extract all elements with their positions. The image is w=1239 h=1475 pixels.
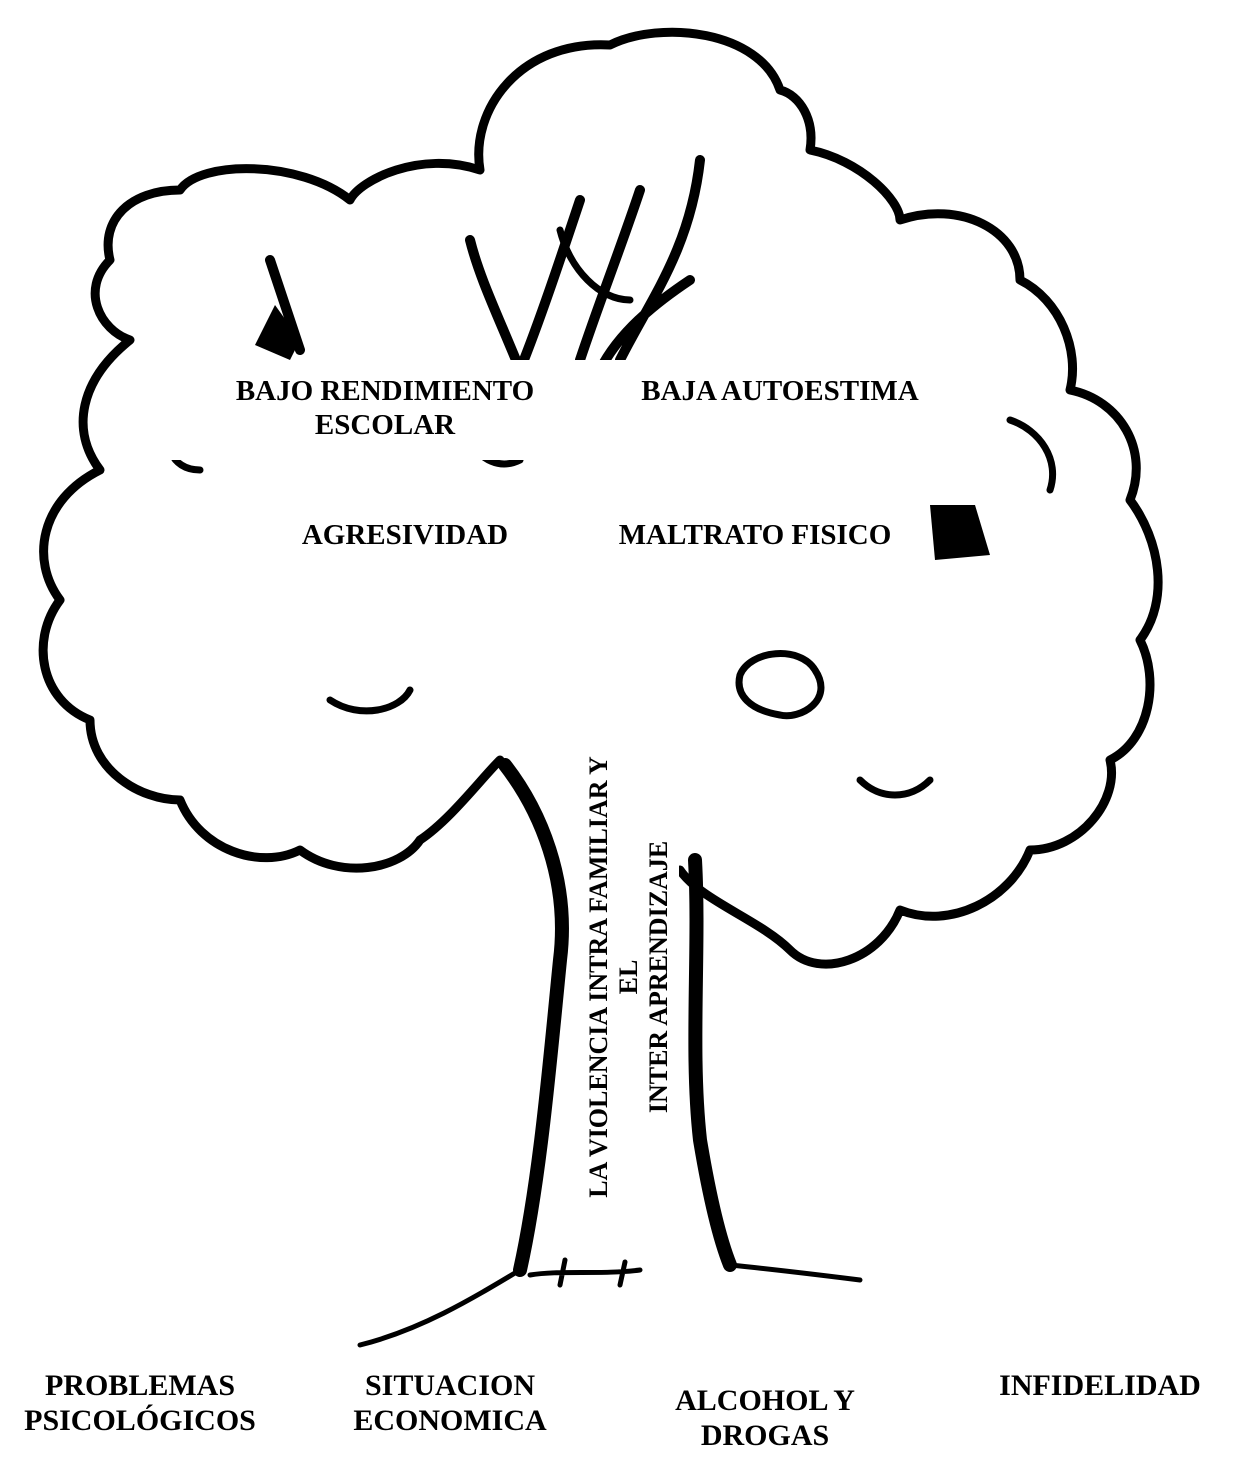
root-label-situacion: SITUACION ECONOMICA [335, 1368, 565, 1438]
branch-label-maltrato-fisico: MALTRATO FISICO [590, 518, 920, 552]
root-label-line: PSICOLÓGICOS [20, 1403, 260, 1438]
root-label-line: ALCOHOL Y [645, 1383, 885, 1418]
root-label-line: INFIDELIDAD [980, 1368, 1220, 1403]
trunk-label-line1: LA VIOLENCIA INTRA FAMILIAR Y EL [584, 747, 644, 1207]
branch-label-bajo-rendimiento: BAJO RENDIMIENTO ESCOLAR [210, 374, 560, 442]
branch-label-line: BAJO RENDIMIENTO [210, 374, 560, 408]
dark-foliage-right [930, 505, 990, 560]
root-label-line: PROBLEMAS [20, 1368, 260, 1403]
root-label-line: ECONOMICA [335, 1403, 565, 1438]
dark-foliage-left [255, 305, 300, 360]
root-label-alcohol: ALCOHOL Y DROGAS [645, 1383, 885, 1453]
ground-roots [360, 1260, 860, 1345]
trunk-label: LA VIOLENCIA INTRA FAMILIAR Y EL INTER A… [579, 745, 679, 1210]
root-label-line: SITUACION [335, 1368, 565, 1403]
branch-label-agresividad: AGRESIVIDAD [250, 518, 560, 552]
root-label-problemas: PROBLEMAS PSICOLÓGICOS [20, 1368, 260, 1438]
branch-label-line: ESCOLAR [210, 408, 560, 442]
trunk-label-line2: INTER APRENDIZAJE [644, 747, 674, 1207]
root-label-line: DROGAS [645, 1418, 885, 1453]
branch-label-baja-autoestima: BAJA AUTOESTIMA [600, 374, 960, 408]
root-label-infidelidad: INFIDELIDAD [980, 1368, 1220, 1403]
